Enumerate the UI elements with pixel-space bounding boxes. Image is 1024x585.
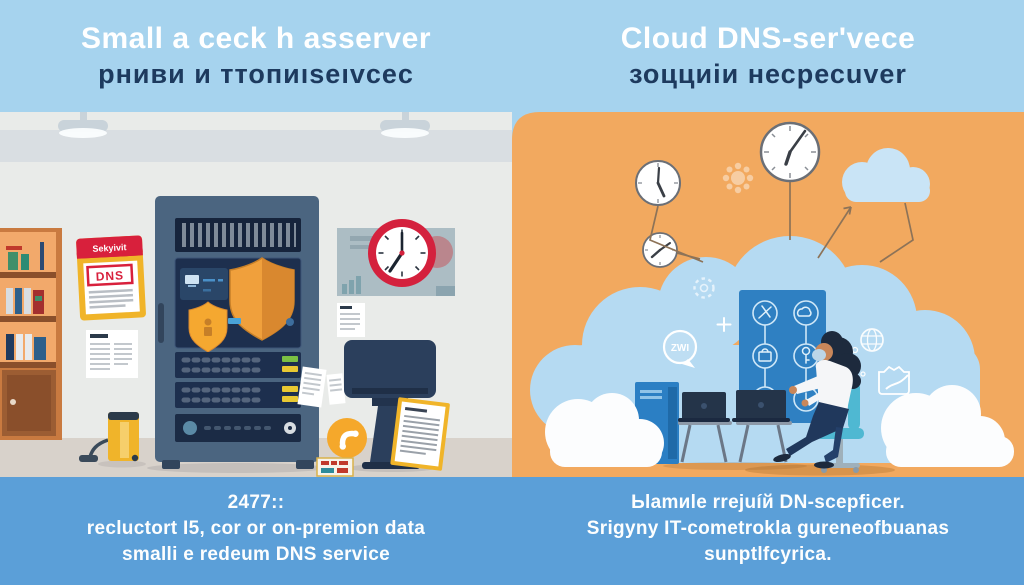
shield-icon: [229, 257, 295, 341]
left-title: Small a ceck h asserver: [80, 22, 432, 55]
right-scene-illustration: ZWI: [512, 112, 1024, 477]
right-caption-line: sunptlfcyrica.: [704, 544, 832, 565]
dns-card-dns-label: DNS: [95, 268, 124, 283]
laptop-icon: [678, 392, 730, 422]
white-cloud-icon: [881, 385, 1014, 467]
worker-person-icon: [773, 331, 861, 469]
wall-clock-icon: [635, 160, 681, 206]
vacuum-icon: [79, 412, 146, 468]
server-rack-icon: [147, 196, 327, 473]
desk: [663, 421, 807, 470]
pinned-note-icon: [86, 330, 138, 378]
dns-card-header-label: Sekyivit: [92, 242, 127, 254]
chart-badge-icon: [878, 365, 910, 395]
shoe: [773, 453, 791, 463]
left-subtitle: рниви и ттопиıseıvcec: [98, 59, 414, 89]
right-caption-line: Srigyny IT-cometrokla gureneofbuanas: [586, 518, 950, 539]
right-title: Cloud DNS-ser'vece: [620, 22, 916, 55]
white-cloud-icon: [545, 393, 664, 467]
laptop-icon: [732, 390, 790, 422]
wall-clock-icon: [368, 219, 436, 287]
pants-leg: [824, 427, 843, 463]
globe-icon: [851, 328, 884, 377]
yellow-document-icon: [390, 397, 450, 471]
pants: [786, 402, 849, 456]
left-caption-line: smalli e redeum DNS service: [122, 544, 390, 565]
header-band: Small a ceck h asserver рниви и ттопиıse…: [0, 0, 1024, 112]
left-caption-line: recluctort I5, cor or on-premion data: [86, 518, 426, 539]
hand: [789, 386, 797, 394]
wall-clock-icon: [759, 121, 821, 183]
connector-lines: [649, 182, 914, 263]
left-caption-line: 2477::: [227, 492, 285, 513]
left-scene-illustration: Sekyivit DNS: [0, 112, 512, 477]
right-caption-block: Ьlamиle rrejuíй DN-scepficer. Srigyny IT…: [512, 477, 1024, 585]
loose-paper-icon: [326, 373, 346, 405]
right-caption-line: Ьlamиle rrejuíй DN-scepficer.: [631, 492, 905, 513]
loose-paper-icon: [297, 366, 327, 408]
ceiling-lamp-icon: [58, 112, 108, 138]
right-subtitle: зоцциiи несресuver: [629, 59, 907, 89]
sparkle-icon: [716, 317, 732, 332]
chat-bubble-icon: ZWI: [662, 329, 698, 368]
dns-document-icon: Sekyivit DNS: [76, 235, 146, 321]
arm: [806, 392, 822, 406]
left-caption-block: 2477:: recluctort I5, cor or on-premion …: [0, 477, 512, 585]
ceiling-lamp-icon: [380, 112, 430, 138]
mini-badge-icon: [316, 457, 354, 477]
face-mask: [812, 349, 826, 361]
shirt: [815, 359, 853, 410]
chat-bubble-label: ZWI: [671, 343, 690, 354]
hand: [801, 399, 809, 407]
phone-icon: [327, 418, 367, 458]
small-cloud-icon: [842, 148, 930, 202]
right-title-block: Cloud DNS-ser'vece зоцциiи несресuver: [512, 0, 1024, 112]
bookshelf-icon: [0, 228, 62, 440]
gear-icon: [722, 162, 754, 194]
arm: [794, 376, 821, 394]
shoe: [814, 461, 834, 469]
left-title-block: Small a ceck h asserver рниви и ттопиıse…: [0, 0, 512, 112]
pinned-note-icon: [337, 303, 365, 337]
footer-band: 2477:: recluctort I5, cor or on-premion …: [0, 477, 1024, 585]
dashed-gear-icon: [693, 277, 715, 299]
